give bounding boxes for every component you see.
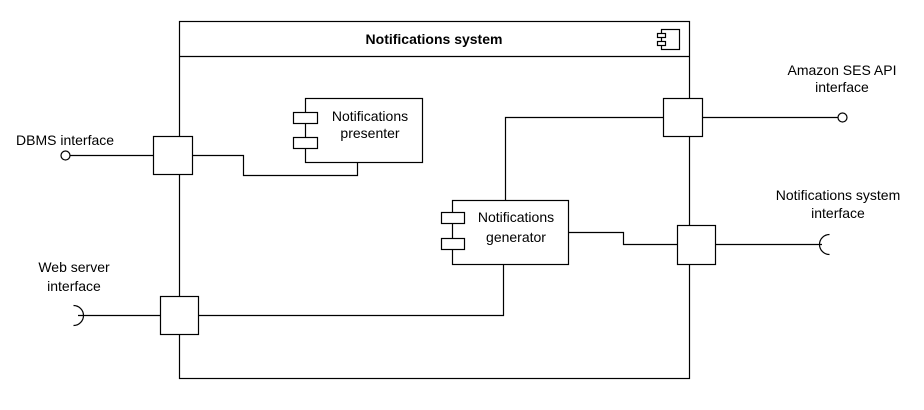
presenter-label-line2: presenter [340, 125, 399, 141]
dbms-lollipop-icon [60, 150, 71, 161]
generator-label-line2: generator [486, 229, 546, 245]
amazon-ses-lollipop-icon [837, 112, 848, 123]
notifications-system-container: Notifications system [178, 20, 691, 380]
notifications-system-interface-label-line1: Notifications system [776, 187, 900, 203]
presenter-tab-top [292, 111, 319, 125]
web-to-generator-line [198, 264, 505, 317]
amazon-ses-interface-label-line1: Amazon SES API [788, 62, 897, 78]
ports [152, 97, 717, 336]
dbms-port[interactable] [152, 135, 194, 176]
notifications-presenter-component[interactable]: Notifications presenter [292, 97, 424, 164]
presenter-label-line1: Notifications [332, 108, 408, 124]
web-server-interface-label-line1: Web server [38, 259, 110, 275]
amazon-ses-interface-label-line2: interface [815, 79, 869, 95]
generator-to-ses-line [504, 116, 664, 201]
generator-box[interactable] [451, 199, 570, 266]
generator-tab-bottom [440, 237, 466, 251]
web-server-interface-label-line2: interface [47, 278, 101, 294]
dbms-interface-label: DBMS interface [16, 132, 114, 148]
notifications-generator-component[interactable]: Notifications generator [440, 199, 570, 266]
system-title: Notifications system [366, 31, 503, 47]
notifications-system-interface-label-line2: interface [811, 205, 865, 221]
generator-tab-top [440, 211, 466, 225]
web-server-port[interactable] [159, 295, 200, 336]
dbms-to-presenter-line [192, 154, 359, 177]
web-server-socket-icon [73, 304, 85, 327]
notifications-system-port[interactable] [676, 224, 717, 266]
notifications-system-socket-icon [818, 233, 830, 256]
presenter-box[interactable] [304, 97, 424, 164]
generator-to-notif-line [568, 231, 678, 246]
connectors [70, 116, 838, 317]
amazon-ses-port[interactable] [662, 97, 704, 138]
system-boundary [178, 20, 691, 380]
presenter-tab-bottom [292, 136, 319, 150]
component-icon [656, 28, 681, 51]
generator-label-line1: Notifications [478, 209, 554, 225]
